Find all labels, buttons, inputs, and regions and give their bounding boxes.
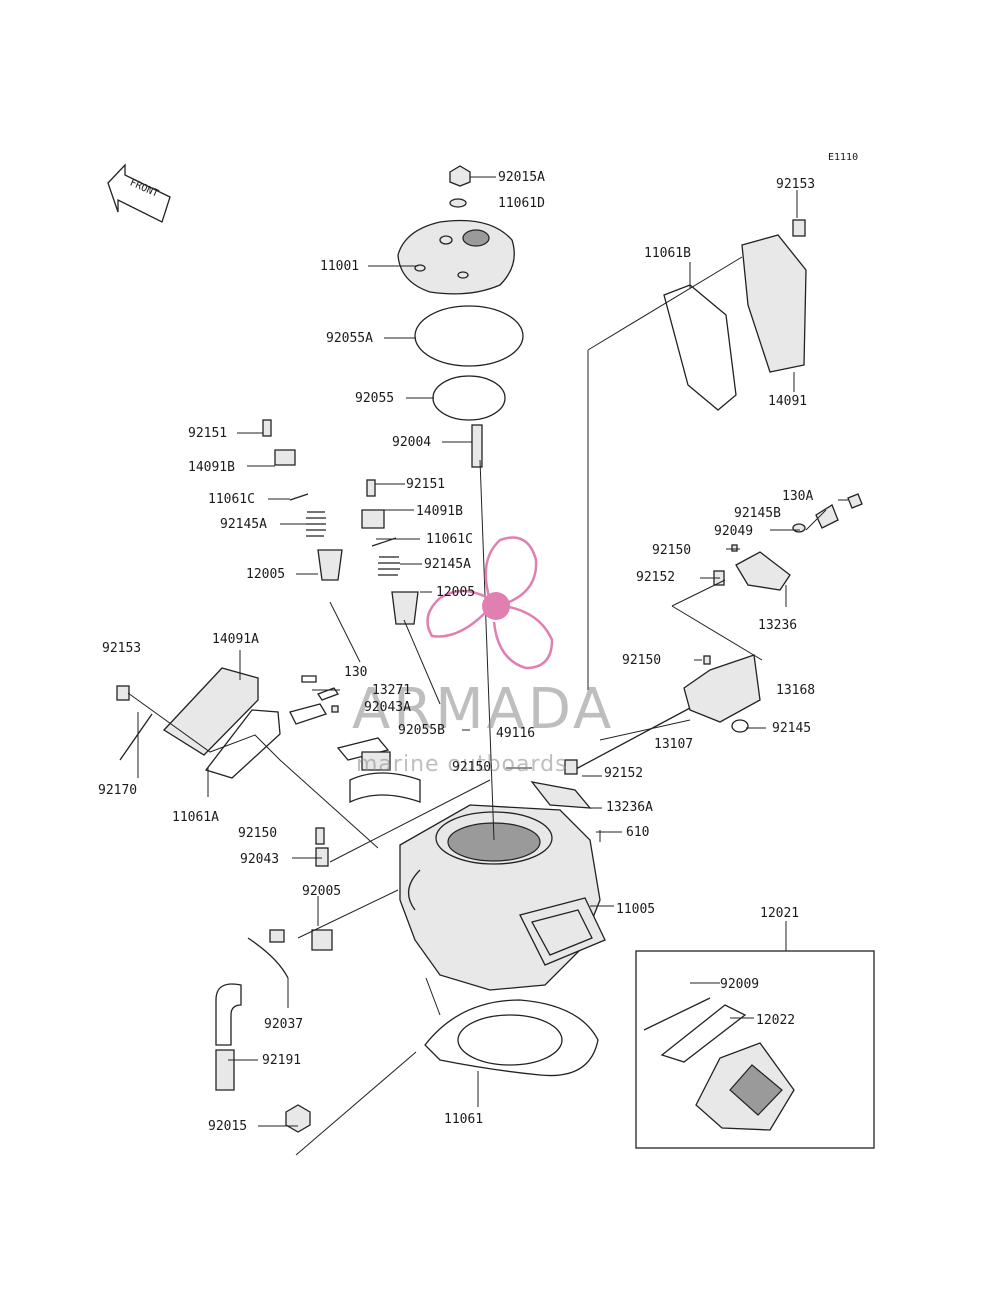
part-label: 92049 — [714, 524, 753, 539]
part-label: 12022 — [756, 1013, 795, 1028]
watermark-tagline: marine outboards — [356, 752, 568, 777]
washer-11061D — [449, 198, 467, 208]
front-direction-arrow: FRONT — [107, 163, 171, 223]
part-label: 130 — [344, 665, 367, 680]
part-label: 92055 — [355, 391, 394, 406]
part-label: 12021 — [760, 906, 799, 921]
part-label: 92152 — [636, 570, 675, 585]
part-label: 92152 — [604, 766, 643, 781]
left-valve-cover — [116, 667, 281, 779]
part-label: 13236A — [606, 800, 653, 815]
cylinder-11005 — [399, 804, 606, 991]
part-label: 92055B — [398, 723, 445, 738]
part-label: 92055A — [326, 331, 373, 346]
o-ring-92055 — [432, 375, 506, 421]
part-label: 11061C — [426, 532, 473, 547]
part-label: 610 — [626, 825, 649, 840]
part-label: 13271 — [372, 683, 411, 698]
part-label: 11001 — [320, 259, 359, 274]
part-label: 13236 — [758, 618, 797, 633]
part-label: 11061 — [444, 1112, 483, 1127]
part-label: 13107 — [654, 737, 693, 752]
exhaust-valve-linkage — [530, 493, 863, 809]
part-label: 14091 — [768, 394, 807, 409]
cylinder-head-stack — [397, 165, 524, 468]
o-ring-92055A — [414, 305, 524, 367]
reed-valve-inset — [635, 950, 875, 1149]
nut-92015A — [449, 165, 471, 187]
base-gasket-11061 — [424, 999, 599, 1077]
watermark-brand: ARMADA — [352, 677, 614, 742]
part-label: 92151 — [406, 477, 445, 492]
part-label: 92153 — [102, 641, 141, 656]
part-label: 92150 — [622, 653, 661, 668]
part-label: 11061D — [498, 196, 545, 211]
part-label: 92150 — [652, 543, 691, 558]
exhaust-valve-right — [361, 479, 419, 625]
linkage-small-parts — [289, 675, 421, 804]
part-label: 92004 — [392, 435, 431, 450]
part-label: 11061A — [172, 810, 219, 825]
part-label: 92151 — [188, 426, 227, 441]
cylinder-head-11001 — [397, 219, 515, 295]
part-label: 49116 — [496, 726, 535, 741]
part-label: 92043A — [364, 700, 411, 715]
part-label: 130A — [782, 489, 813, 504]
part-label: 12005 — [246, 567, 285, 582]
part-label: 13168 — [776, 683, 815, 698]
armada-watermark: ARMADA marine outboards — [352, 536, 614, 777]
part-label: 92191 — [262, 1053, 301, 1068]
propeller-logo — [426, 536, 554, 670]
part-label: 92005 — [302, 884, 341, 899]
part-label: 12005 — [436, 585, 475, 600]
exhaust-valve-left — [262, 419, 343, 581]
part-label: 14091B — [416, 504, 463, 519]
stud-92004 — [471, 424, 483, 468]
part-label: 92037 — [264, 1017, 303, 1032]
leader-lines — [127, 176, 848, 1156]
part-label: 92009 — [720, 977, 759, 992]
part-label: 92150 — [452, 760, 491, 775]
part-label: 92150 — [238, 826, 277, 841]
part-label: 92145A — [424, 557, 471, 572]
diagram-code: E1110 — [828, 152, 858, 163]
front-label: FRONT — [128, 177, 160, 199]
part-label: 92153 — [776, 177, 815, 192]
part-label: 92015A — [498, 170, 545, 185]
part-label: 11005 — [616, 902, 655, 917]
part-label: 14091B — [188, 460, 235, 475]
part-label: 92170 — [98, 783, 137, 798]
part-label: 92145 — [772, 721, 811, 736]
part-label: 92015 — [208, 1119, 247, 1134]
part-label: 11061B — [644, 246, 691, 261]
part-label: 92145A — [220, 517, 267, 532]
part-labels: 92015A 11061D 11001 92055A 92055 92004 9… — [98, 170, 815, 1134]
part-label: 14091A — [212, 632, 259, 647]
water-hose-parts — [215, 827, 333, 1133]
part-label: 92043 — [240, 852, 279, 867]
part-label: 92145B — [734, 506, 781, 521]
part-label: 11061C — [208, 492, 255, 507]
